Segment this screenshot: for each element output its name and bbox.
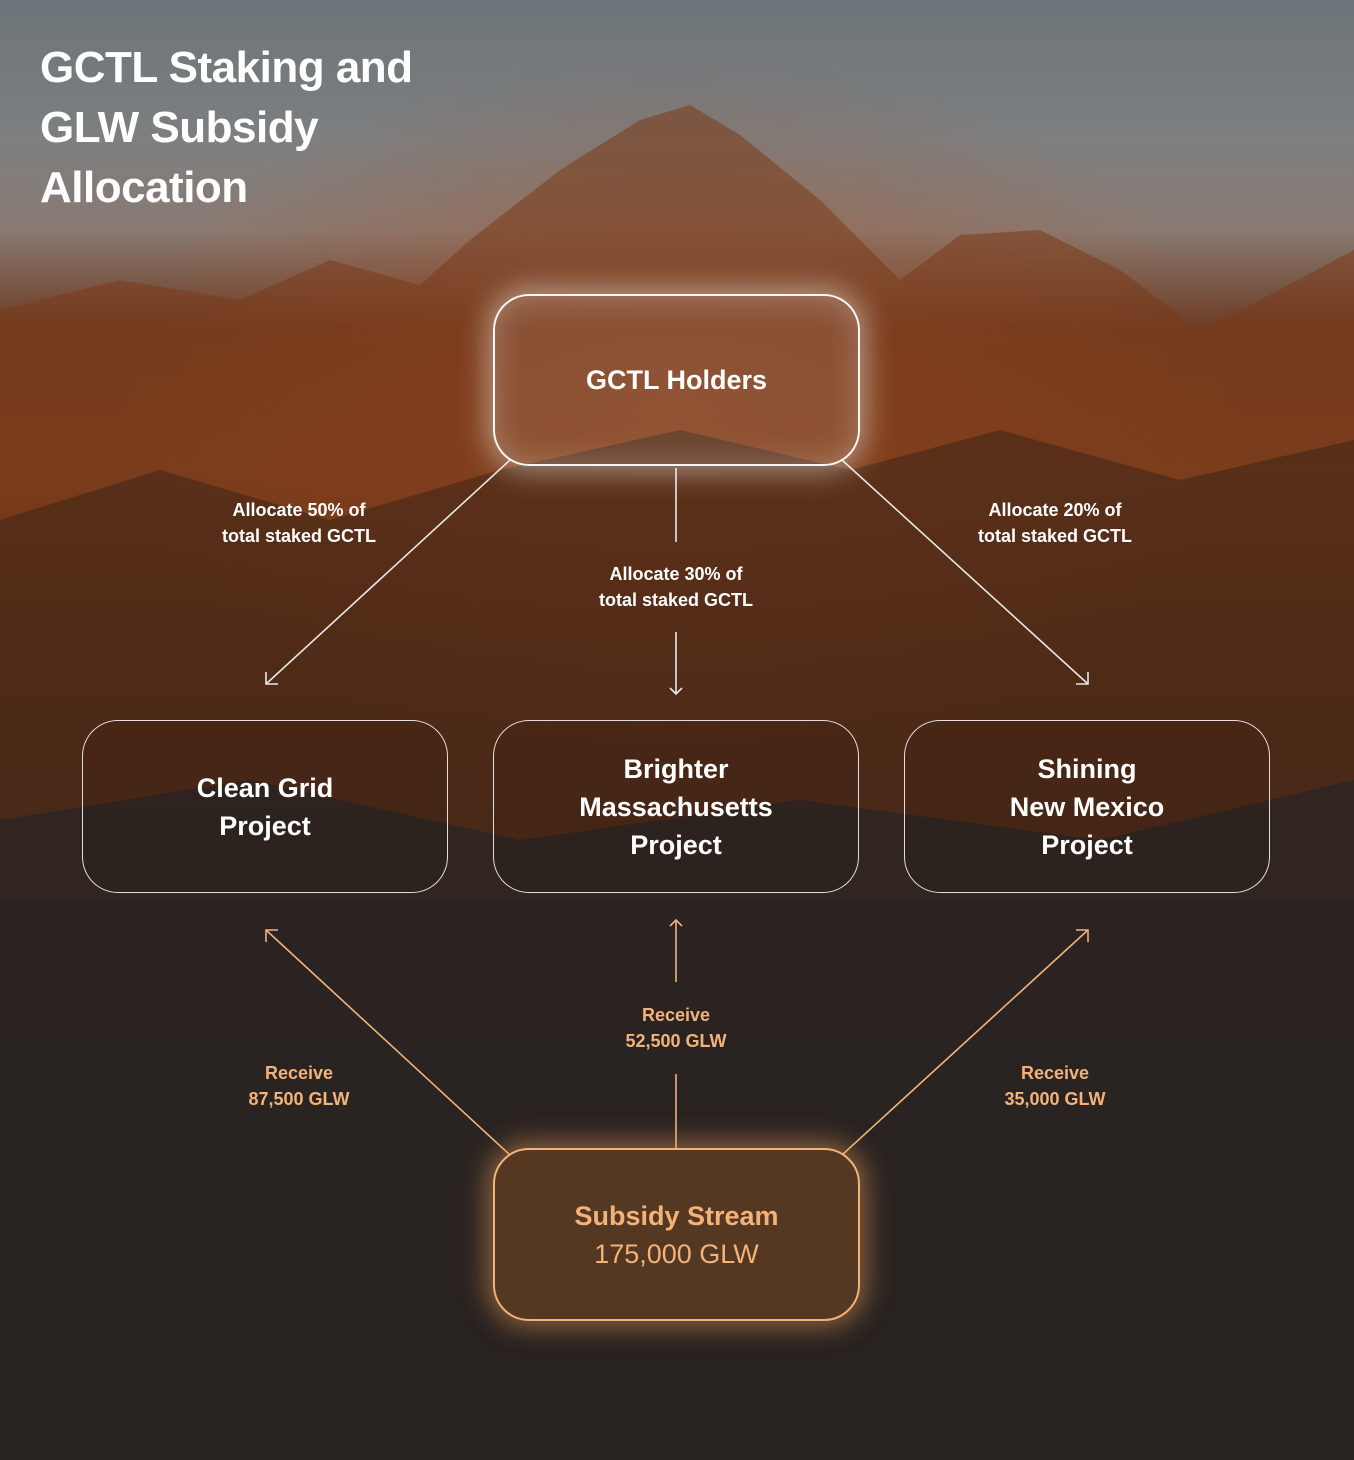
node-stream-amount: 175,000 GLW (594, 1238, 759, 1269)
node-clean-grid-project: Clean Grid Project (82, 720, 448, 893)
connector-holders-to-nm (841, 459, 1089, 685)
edge-label-allocate-right-line1: Allocate 20% of (988, 500, 1122, 520)
diagram-title: GCTL Staking and GLW Subsidy Allocation (40, 43, 413, 212)
node-gctl-holders-label: GCTL Holders (585, 364, 768, 395)
node-gctl-holders: GCTL Holders (493, 294, 860, 466)
edge-label-allocate-left-line1: Allocate 50% of (232, 500, 366, 520)
arrowhead-nm (1076, 672, 1089, 685)
arrowhead-mass-up (669, 918, 683, 927)
edge-label-allocate-center-line2: total staked GCTL (598, 590, 754, 610)
node-nm-line3: Project (1041, 829, 1133, 860)
node-mass-line2: Massachusetts (579, 791, 773, 822)
connector-holders-to-clean (265, 459, 511, 685)
edge-label-allocate-left: Allocate 50% of total staked GCTL (222, 497, 376, 549)
edge-label-receive-left-line1: Receive (264, 1063, 334, 1083)
edge-label-allocate-left-line2: total staked GCTL (221, 526, 377, 546)
arrowhead-nm-up (1076, 929, 1089, 942)
node-subsidy-stream: Subsidy Stream 175,000 GLW (493, 1148, 860, 1321)
edge-label-receive-left-line2: 87,500 GLW (248, 1089, 350, 1109)
node-shining-new-mexico-project: Shining New Mexico Project (904, 720, 1270, 893)
edge-label-allocate-right-line2: total staked GCTL (977, 526, 1133, 546)
edge-label-allocate-center-line1: Allocate 30% of (609, 564, 743, 584)
connector-stream-to-clean (265, 929, 511, 1156)
edge-label-receive-right: Receive 35,000 GLW (1004, 1060, 1105, 1112)
connector-stream-to-nm (841, 929, 1089, 1156)
node-nm-line1: Shining (1037, 753, 1137, 784)
node-clean-grid-line2: Project (219, 810, 311, 841)
node-mass-line3: Project (630, 829, 722, 860)
edge-label-allocate-right: Allocate 20% of total staked GCTL (978, 497, 1132, 549)
node-nm-line2: New Mexico (1009, 791, 1165, 822)
node-clean-grid-line1: Clean Grid (196, 772, 334, 803)
edge-label-receive-right-line2: 35,000 GLW (1004, 1089, 1106, 1109)
arrowhead-clean (265, 672, 278, 685)
edge-label-allocate-center: Allocate 30% of total staked GCTL (599, 561, 753, 613)
edge-label-receive-center-line1: Receive (641, 1005, 711, 1025)
edge-label-receive-right-line1: Receive (1020, 1063, 1090, 1083)
edge-label-receive-center: Receive 52,500 GLW (625, 1002, 726, 1054)
node-brighter-massachusetts-project: Brighter Massachusetts Project (493, 720, 859, 893)
arrowhead-clean-up (265, 929, 278, 942)
edge-label-receive-center-line2: 52,500 GLW (625, 1031, 727, 1051)
edge-label-receive-left: Receive 87,500 GLW (248, 1060, 349, 1112)
node-mass-line1: Brighter (623, 753, 729, 784)
arrowhead-mass (669, 687, 683, 696)
node-stream-title: Subsidy Stream (574, 1200, 779, 1231)
